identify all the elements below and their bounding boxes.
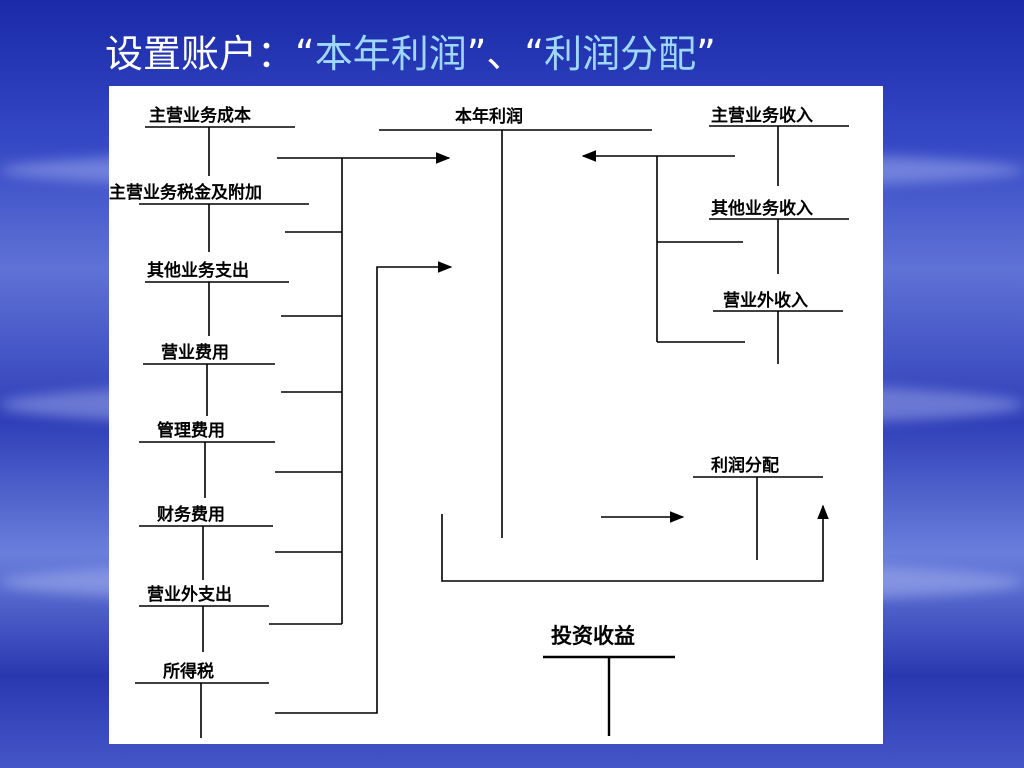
label-finance-expense: 财务费用: [156, 504, 225, 525]
label-other-business-income: 其他业务收入: [711, 198, 813, 219]
t-account-diagram: 主营业务成本 主营业务税金及附加 其他业务支出 营业费用 管理费用 财务费用 营…: [109, 105, 849, 738]
title-accent-profit-distribution: 利润分配: [544, 32, 697, 76]
transfer-arrow-net-profit: [441, 504, 829, 582]
transfer-arrow-income-tax: [275, 261, 453, 714]
label-investment-income: 投资收益: [551, 624, 635, 648]
title-middle: ”、“: [466, 32, 545, 76]
label-nonoperating-income: 营业外收入: [723, 290, 808, 311]
label-main-business-income: 主营业务收入: [711, 105, 813, 126]
label-current-year-profit: 本年利润: [455, 106, 523, 127]
label-profit-distribution: 利润分配: [711, 455, 779, 476]
diagram-panel: 主营业务成本 主营业务税金及附加 其他业务支出 营业费用 管理费用 财务费用 营…: [109, 86, 883, 744]
slide-title: 设置账户：“本年利润”、“利润分配”: [105, 26, 716, 82]
label-operating-expense: 营业费用: [161, 342, 229, 363]
title-suffix: ”: [696, 32, 716, 76]
title-prefix: 设置账户：“: [105, 32, 315, 76]
label-nonoperating-expense: 营业外支出: [147, 584, 232, 605]
label-other-business-expense: 其他业务支出: [147, 260, 249, 281]
label-admin-expense: 管理费用: [157, 420, 225, 441]
label-main-business-cost: 主营业务成本: [149, 105, 251, 126]
title-accent-current-profit: 本年利润: [314, 32, 467, 76]
label-main-business-tax: 主营业务税金及附加: [109, 182, 262, 203]
label-income-tax: 所得税: [163, 661, 214, 682]
